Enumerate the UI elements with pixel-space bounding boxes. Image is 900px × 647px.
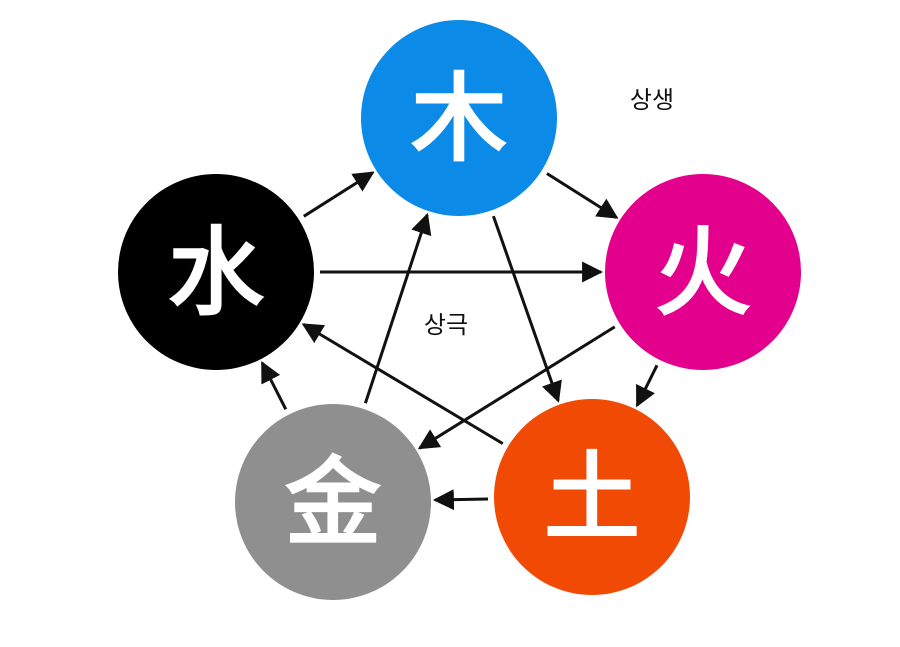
node-earth: 土: [494, 399, 690, 595]
node-water-char: 水: [168, 216, 265, 329]
controlling-arrow-fire-to-metal: [417, 325, 616, 450]
node-metal-char: 金: [284, 446, 382, 559]
node-fire-circle: [605, 174, 801, 370]
node-water-circle: [118, 174, 314, 370]
node-earth-circle: [494, 399, 690, 595]
nodes-layer: 木火土 金 水: [118, 20, 801, 600]
node-earth-char: 土: [544, 441, 640, 554]
generating-arrow-wood-to-fire: [546, 172, 619, 219]
node-metal-circle: [235, 404, 431, 600]
controlling-label: 상극: [424, 311, 468, 339]
generating-arrow-fire-to-earth: [635, 364, 659, 408]
generating-arrow-water-to-wood: [302, 171, 375, 218]
generating-arrow-earth-to-metal: [432, 489, 489, 511]
edges-layer: [260, 171, 659, 511]
controlling-arrow-wood-to-earth: [491, 215, 562, 403]
node-metal: 金: [235, 404, 431, 600]
generating-arrow-metal-to-water: [260, 361, 288, 410]
node-wood-circle: [361, 20, 557, 216]
node-water: 水: [118, 174, 314, 370]
node-wood: 木: [361, 20, 557, 216]
controlling-arrow-earth-to-water: [301, 323, 504, 445]
node-fire-char: 火: [655, 216, 751, 329]
controlling-arrow-metal-to-wood: [363, 212, 432, 404]
node-fire: 火: [605, 174, 801, 370]
generating-label: 상생: [630, 86, 674, 114]
node-wood-char: 木: [411, 62, 507, 175]
